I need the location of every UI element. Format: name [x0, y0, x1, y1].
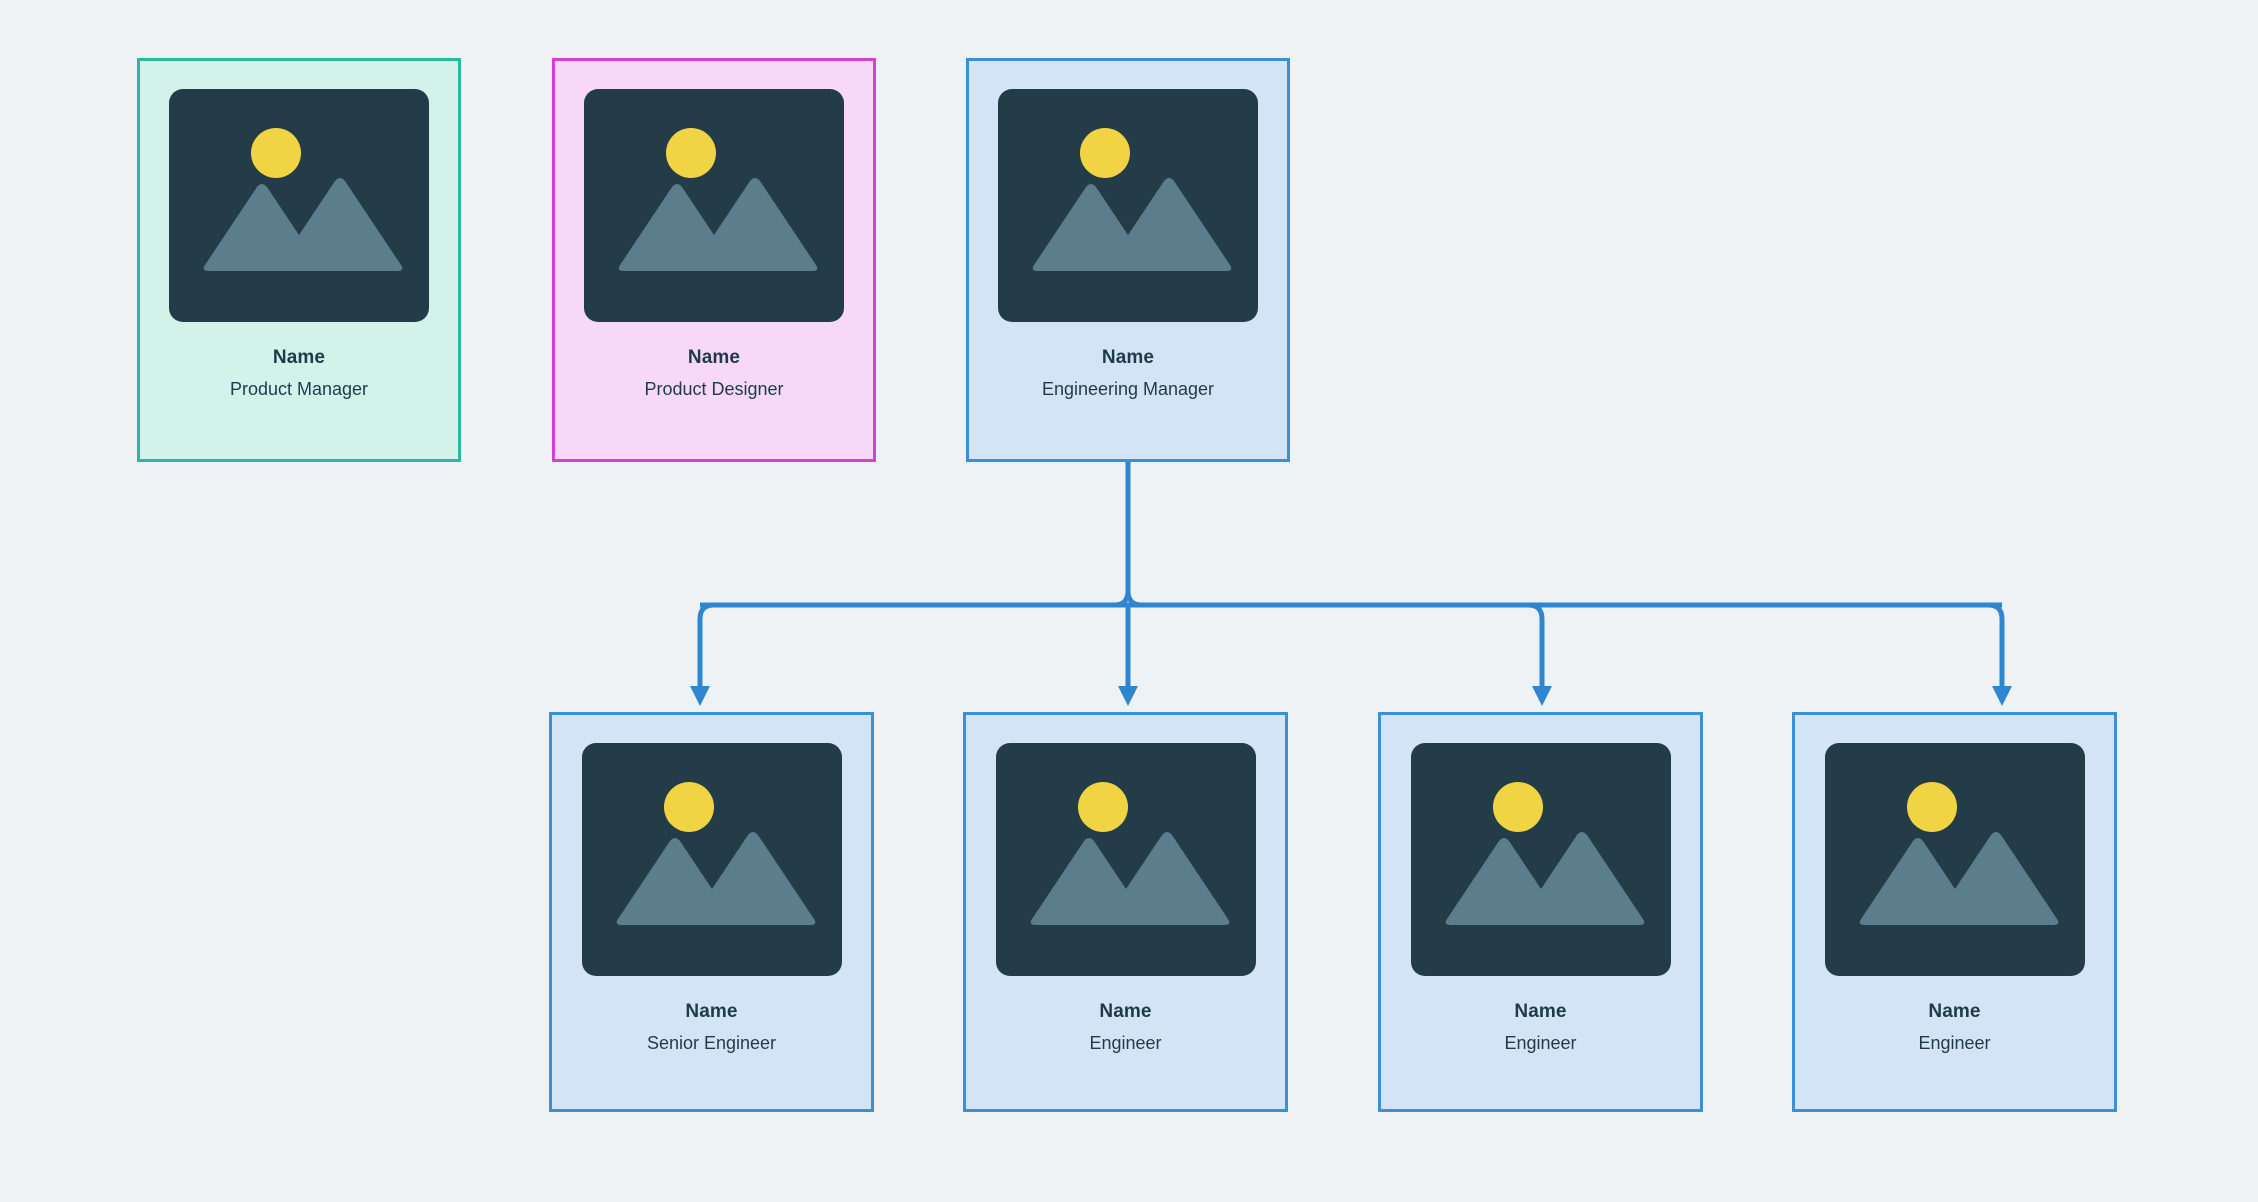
- sun-icon: [666, 128, 716, 178]
- mountain-icon: [1859, 832, 2058, 925]
- mountain-icon: [1030, 832, 1229, 925]
- arrowhead-1: [690, 686, 710, 706]
- card-name: Name: [1928, 1001, 1981, 1022]
- mountain-icon: [1445, 832, 1644, 925]
- mountain-icon: [203, 178, 403, 271]
- card-name: Name: [685, 1001, 738, 1022]
- connector-branch-3: [1527, 602, 1545, 690]
- connector-tee: [1113, 590, 1143, 608]
- photo-placeholder: [1410, 743, 1671, 976]
- photo-placeholder: [995, 743, 1256, 976]
- photo-placeholder: [584, 89, 844, 322]
- sun-icon: [251, 128, 301, 178]
- card-engineer-1[interactable]: Name Engineer: [963, 712, 1288, 1112]
- card-senior-engineer[interactable]: Name Senior Engineer: [549, 712, 874, 1112]
- card-product-designer[interactable]: Name Product Designer: [552, 58, 876, 462]
- card-role: Engineer: [1504, 1032, 1577, 1053]
- photo-placeholder: [581, 743, 842, 976]
- card-role: Product Designer: [644, 378, 784, 399]
- photo-placeholder: [169, 89, 429, 322]
- card-engineer-2[interactable]: Name Engineer: [1378, 712, 1703, 1112]
- card-role: Engineer: [1918, 1032, 1991, 1053]
- sun-icon: [663, 782, 714, 832]
- card-role: Senior Engineer: [646, 1032, 777, 1053]
- card-engineer-3[interactable]: Name Engineer: [1792, 712, 2117, 1112]
- connector-branch-1: [697, 602, 715, 690]
- card-role: Engineering Manager: [1041, 378, 1215, 399]
- sun-icon: [1906, 782, 1957, 832]
- connector-branch-4: [1987, 602, 2005, 690]
- card-name: Name: [1099, 1001, 1152, 1022]
- sun-icon: [1492, 782, 1543, 832]
- card-engineering-manager[interactable]: Name Engineering Manager: [966, 58, 1290, 462]
- card-role: Engineer: [1089, 1032, 1162, 1053]
- card-name: Name: [1514, 1001, 1567, 1022]
- mountain-icon: [616, 832, 815, 925]
- card-product-manager[interactable]: Name Product Manager: [137, 58, 461, 462]
- arrowhead-3: [1532, 686, 1552, 706]
- arrowhead-4: [1992, 686, 2012, 706]
- mountain-icon: [1032, 178, 1232, 271]
- card-name: Name: [272, 347, 326, 368]
- card-name: Name: [1101, 347, 1155, 368]
- card-name: Name: [687, 347, 741, 368]
- card-role: Product Manager: [229, 378, 369, 399]
- photo-placeholder: [1824, 743, 2085, 976]
- mountain-icon: [618, 178, 818, 271]
- sun-icon: [1077, 782, 1128, 832]
- sun-icon: [1080, 128, 1130, 178]
- arrowhead-2: [1118, 686, 1138, 706]
- photo-placeholder: [998, 89, 1258, 322]
